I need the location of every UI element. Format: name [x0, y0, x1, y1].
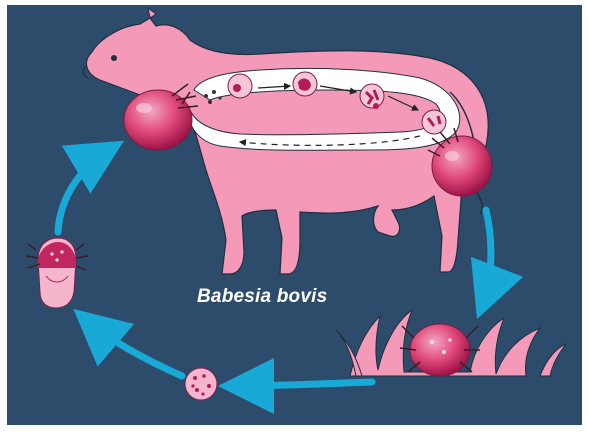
- egg-mass-icon: [185, 368, 217, 400]
- red-blood-cell-icon: [293, 72, 317, 96]
- diagram-caption: Babesia bovis: [197, 286, 327, 308]
- red-blood-cell-icon: [373, 103, 379, 109]
- red-blood-cell-icon: [228, 74, 252, 98]
- red-blood-cell-icon: [360, 84, 384, 108]
- red-blood-cell-icon: [422, 110, 446, 134]
